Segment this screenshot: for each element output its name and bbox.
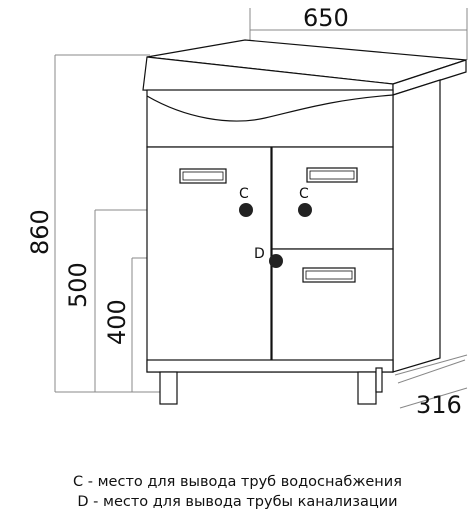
depth-label: 316 bbox=[416, 391, 462, 419]
leg-back bbox=[375, 367, 383, 393]
plinth bbox=[146, 359, 394, 373]
water-label-left: C bbox=[239, 186, 249, 202]
right-top-drawer bbox=[271, 146, 394, 250]
water-outlet-left bbox=[239, 203, 253, 217]
handle-right-bottom bbox=[302, 267, 356, 283]
outlets bbox=[239, 203, 312, 268]
legend-water: С - место для вывода труб водоснабжения bbox=[73, 474, 402, 490]
width-label: 650 bbox=[303, 4, 349, 32]
drain-height-label: 400 bbox=[103, 299, 131, 345]
leg-left bbox=[159, 371, 178, 405]
leg-right bbox=[357, 371, 377, 405]
water-height-label: 500 bbox=[64, 262, 92, 308]
drain-outlet bbox=[269, 254, 283, 268]
dimension-lines bbox=[54, 8, 468, 409]
drain-label: D bbox=[254, 246, 265, 262]
handle-left-door bbox=[179, 168, 227, 184]
water-label-right: C bbox=[299, 186, 309, 202]
height-label: 860 bbox=[26, 209, 54, 255]
cabinet bbox=[142, 39, 467, 405]
legend-drain: D - место для вывода трубы канализации bbox=[77, 494, 398, 510]
cabinet-side bbox=[392, 79, 441, 373]
water-outlet-right bbox=[298, 203, 312, 217]
handle-right-top bbox=[306, 167, 358, 183]
basin-curve bbox=[146, 94, 394, 122]
